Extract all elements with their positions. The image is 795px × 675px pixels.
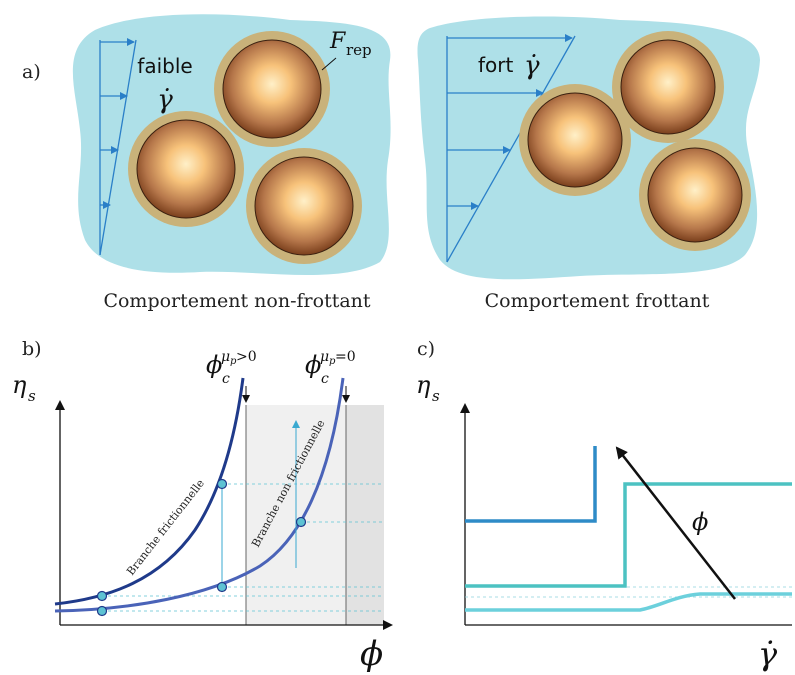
curve-markers bbox=[96, 478, 307, 617]
shade-region-dark bbox=[346, 405, 384, 625]
grain-right-left bbox=[519, 84, 631, 196]
y-label-b: η bbox=[12, 371, 27, 399]
y-label-sub-b: s bbox=[28, 387, 36, 405]
x-label-b: ϕ bbox=[360, 634, 383, 674]
shear-symbol-weak: γ̇ bbox=[157, 85, 173, 115]
svg-text:c: c bbox=[222, 371, 230, 387]
velocity-profile-right bbox=[446, 34, 576, 263]
force-label-sub: rep bbox=[346, 41, 372, 59]
guide-lines-b bbox=[102, 483, 384, 612]
curve-high-phi bbox=[465, 446, 597, 523]
shear-text-strong: fort bbox=[478, 53, 514, 77]
curve-low-phi bbox=[465, 592, 792, 612]
caption-frictionless: Comportement non-frottant bbox=[103, 290, 370, 312]
force-label-base: F bbox=[329, 29, 346, 54]
phi-c-frictional-label: ϕ c μ p >0 bbox=[206, 349, 257, 387]
velocity-profile-left bbox=[99, 38, 137, 256]
frictional-branch-curve bbox=[54, 377, 245, 606]
grain-left-top bbox=[214, 31, 330, 147]
panel-a-label: a) bbox=[22, 61, 41, 83]
force-pointer bbox=[321, 57, 337, 71]
phi-c-frictionless-label: ϕ c μ p =0 bbox=[305, 349, 356, 387]
svg-text:>0: >0 bbox=[236, 349, 257, 365]
curve-mid-phi bbox=[465, 482, 792, 588]
x-label-c: γ̇ bbox=[758, 635, 778, 673]
shear-symbol-strong: γ̇ bbox=[524, 51, 540, 81]
y-label-c: η bbox=[416, 371, 431, 399]
phi-increase-arrow bbox=[615, 446, 736, 600]
svg-text:ϕ: ϕ bbox=[305, 351, 321, 379]
frictionless-branch-curve bbox=[54, 377, 345, 613]
caption-frictional: Comportement frottant bbox=[485, 290, 710, 312]
y-label-sub-c: s bbox=[432, 387, 440, 405]
svg-text:c: c bbox=[321, 371, 329, 387]
phi-arrow-label: ϕ bbox=[692, 508, 708, 536]
panel-c-label: c) bbox=[417, 338, 435, 360]
grain-left-bottom bbox=[246, 148, 362, 264]
svg-text:μ: μ bbox=[221, 349, 230, 365]
svg-text:=0: =0 bbox=[335, 349, 356, 365]
grain-right-bottom bbox=[639, 139, 751, 251]
grain-left-middle bbox=[128, 111, 244, 227]
svg-text:p: p bbox=[329, 356, 336, 367]
svg-text:μ: μ bbox=[320, 349, 329, 365]
svg-text:p: p bbox=[230, 356, 237, 367]
panel-b-label: b) bbox=[22, 338, 42, 360]
grain-right-top bbox=[612, 31, 724, 143]
svg-text:ϕ: ϕ bbox=[206, 351, 222, 379]
shear-text-weak: faible bbox=[137, 54, 192, 78]
